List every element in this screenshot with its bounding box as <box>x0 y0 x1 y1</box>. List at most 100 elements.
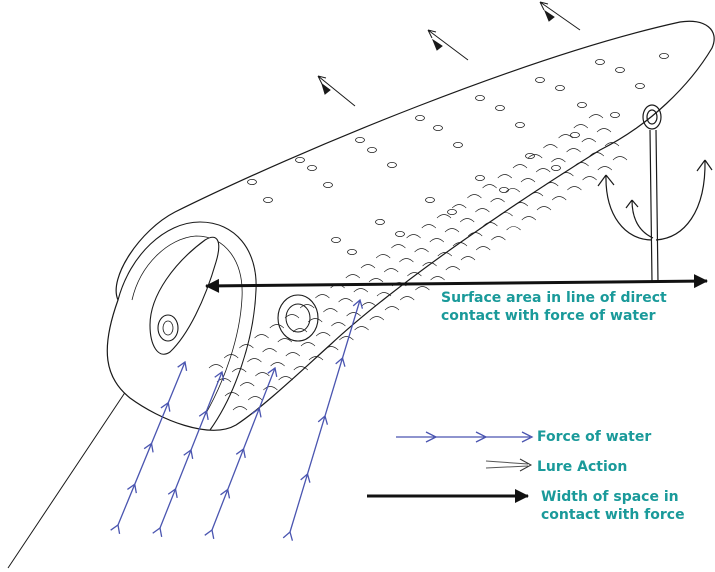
scale-mark <box>391 244 406 249</box>
scale-mark <box>285 352 301 357</box>
scale-mark <box>293 366 309 371</box>
scale-mark <box>399 296 415 301</box>
body-dot <box>515 122 525 129</box>
scale-mark <box>292 328 308 333</box>
water-arrowhead <box>267 366 278 377</box>
scale-mark <box>436 214 452 219</box>
scale-mark <box>399 258 414 263</box>
scale-mark <box>467 194 482 199</box>
scale-mark <box>467 232 483 237</box>
scale-mark <box>415 286 430 291</box>
water-arrowhead <box>251 407 262 418</box>
scale-mark <box>354 326 369 331</box>
legend-width-label-line2: contact with force <box>541 507 685 523</box>
body-dot <box>447 208 457 215</box>
force-legend-arrow-icon <box>396 431 534 443</box>
legend-force-label: Force of water <box>537 429 652 445</box>
scale-pattern <box>208 114 628 411</box>
scale-mark <box>247 358 262 363</box>
body-dot <box>307 164 317 171</box>
body-dot <box>535 77 545 84</box>
scale-mark <box>566 148 581 153</box>
scale-mark <box>475 208 490 213</box>
scale-mark <box>369 316 385 321</box>
body-dot <box>433 125 443 132</box>
scale-mark <box>208 364 224 369</box>
body-dot <box>551 164 561 171</box>
scale-mark <box>475 246 491 251</box>
scale-mark <box>543 182 559 187</box>
scale-mark <box>497 174 513 179</box>
body-dot <box>453 141 463 148</box>
scale-mark <box>239 344 254 349</box>
scale-mark <box>315 332 331 337</box>
scale-mark <box>315 294 330 299</box>
lure-action-arrow-icon <box>317 1 581 107</box>
scale-mark <box>232 406 248 411</box>
scale-mark <box>384 306 400 311</box>
scale-mark <box>596 128 612 133</box>
scale-mark <box>247 396 263 401</box>
scale-mark <box>551 196 567 201</box>
scale-mark <box>559 172 574 177</box>
scale-mark <box>451 204 467 209</box>
scale-mark <box>231 368 247 373</box>
water-arrowhead <box>352 298 364 309</box>
water-arrowhead <box>220 488 231 499</box>
body-dot <box>635 83 645 90</box>
scale-mark <box>490 198 505 203</box>
scale-mark <box>574 162 589 167</box>
water-arrowhead <box>204 528 215 539</box>
scale-mark <box>551 158 566 163</box>
scale-mark <box>270 362 285 367</box>
body-dot <box>375 218 385 225</box>
body-dot <box>367 146 377 153</box>
water-arrowhead <box>335 356 346 367</box>
body-dot <box>331 236 341 243</box>
scale-mark <box>346 312 361 317</box>
body-dot <box>495 105 505 112</box>
water-arrowhead <box>152 526 163 537</box>
treble-hook-icon <box>597 104 713 283</box>
water-arrowhead <box>214 370 225 381</box>
scale-mark <box>422 262 437 267</box>
body-dot <box>577 102 587 109</box>
scale-mark <box>361 302 377 307</box>
scale-mark <box>299 304 315 309</box>
scale-mark <box>543 144 558 149</box>
scale-mark <box>307 318 323 323</box>
surface-area-label-line1: Surface area in line of direct <box>441 290 667 306</box>
width-double-arrow <box>205 274 708 293</box>
scale-mark <box>277 338 293 343</box>
scale-mark <box>445 266 461 271</box>
scale-mark <box>460 256 476 261</box>
body-dot <box>475 95 485 102</box>
scale-mark <box>444 228 460 233</box>
scale-mark <box>604 142 620 147</box>
scale-mark <box>512 164 528 169</box>
scale-mark <box>429 238 445 243</box>
legend-action-label: Lure Action <box>537 459 628 475</box>
scale-mark <box>331 322 346 327</box>
body-dot <box>570 131 580 138</box>
body-dot <box>387 161 397 168</box>
scale-mark <box>520 178 536 183</box>
scale-mark <box>452 242 468 247</box>
body-dot <box>395 230 405 237</box>
scale-mark <box>284 314 300 319</box>
scale-mark <box>308 356 324 361</box>
scale-mark <box>581 138 597 143</box>
water-arrowhead <box>317 414 329 425</box>
scale-mark <box>612 156 628 161</box>
scale-mark <box>482 184 497 189</box>
scale-mark <box>255 372 270 377</box>
water-arrowhead <box>110 523 121 534</box>
scale-mark <box>223 354 239 359</box>
body-dot <box>610 112 620 119</box>
scale-mark <box>239 382 255 387</box>
water-arrowhead <box>177 360 188 371</box>
scale-mark <box>597 166 613 171</box>
scale-mark <box>339 336 354 341</box>
scale-mark <box>582 176 597 181</box>
scale-mark <box>375 254 391 259</box>
